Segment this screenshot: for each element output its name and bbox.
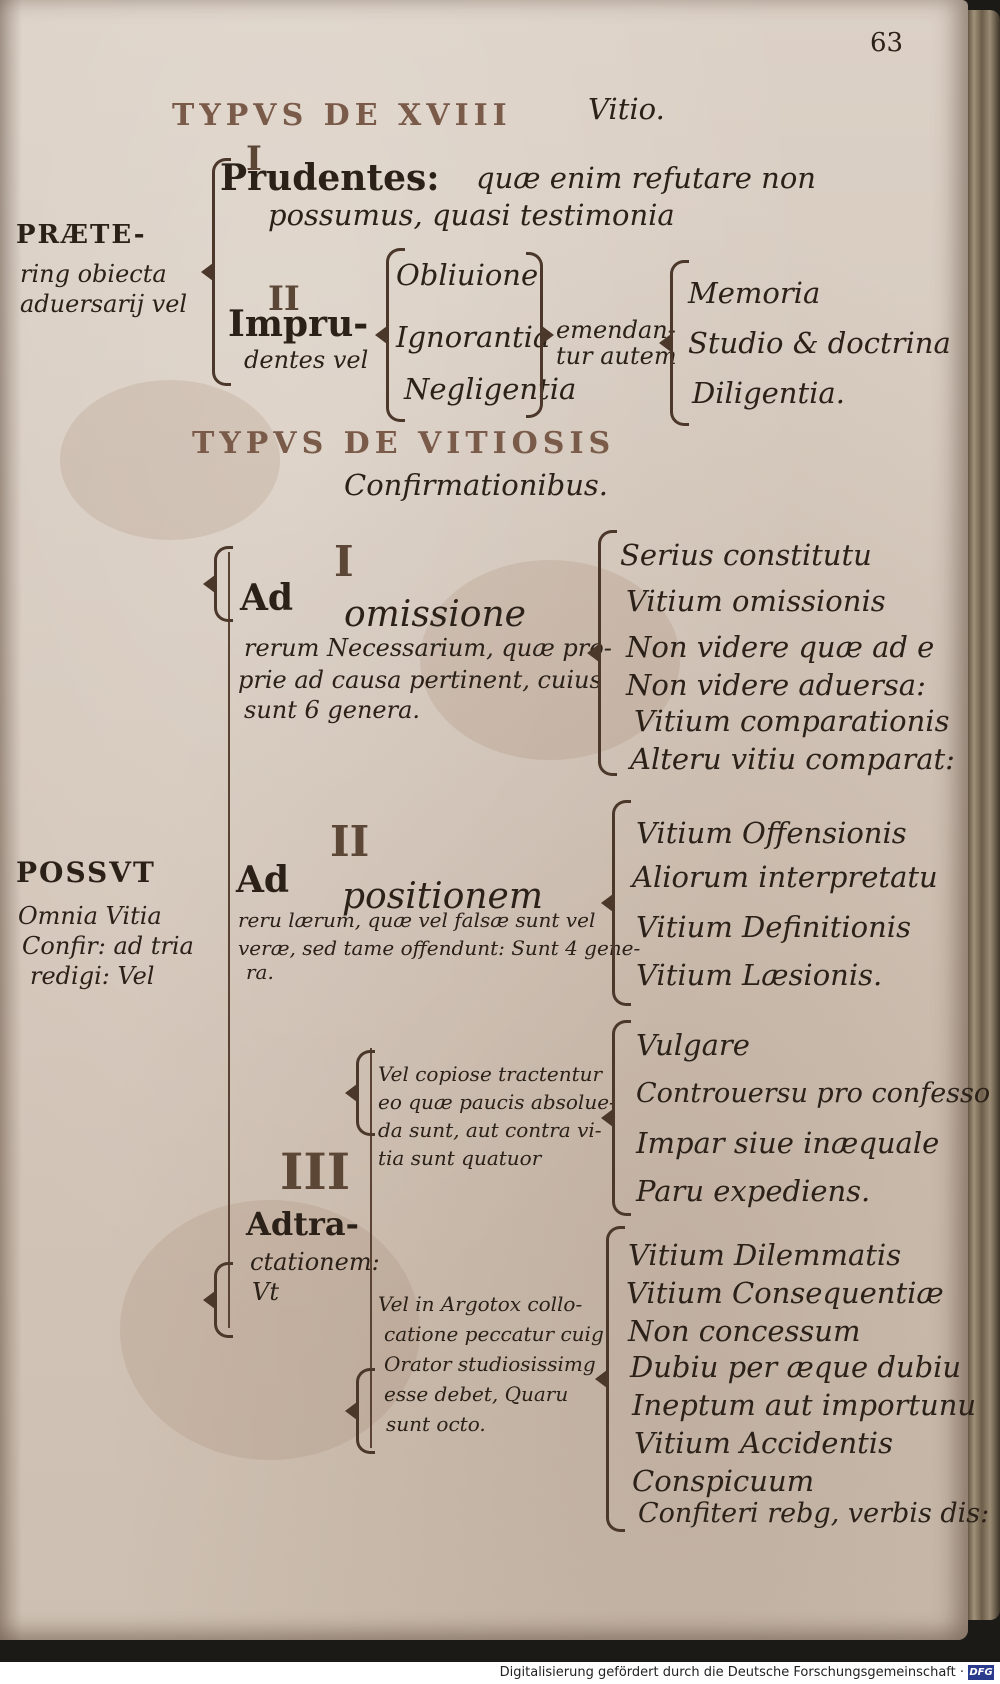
section2-item: Vitium Læsionis. <box>636 960 882 990</box>
section1-item: Vitium comparationis <box>634 706 949 736</box>
section1-desc-3: sunt 6 genera. <box>244 698 420 723</box>
section3a-item: Vulgare <box>636 1030 750 1060</box>
section3-title-3: Vt <box>252 1280 279 1305</box>
section3b-item: Dubiu per æque dubiu <box>630 1352 961 1382</box>
section3a-desc-2: eo quæ paucis absolue- <box>378 1092 616 1113</box>
imprudentes-label-2: dentes vel <box>244 348 368 373</box>
section3-title-2: ctationem: <box>250 1250 380 1275</box>
section2-desc-2: veræ, sed tame offendunt: Sunt 4 gene- <box>238 938 640 959</box>
section1-numeral: I <box>334 540 354 584</box>
section3a-item: Controuersu pro confesso <box>636 1080 990 1108</box>
section2-title-ad: Ad <box>236 862 289 900</box>
section1-item: Serius constitutu <box>620 540 872 570</box>
section3b-item: Confiteri rebg, verbis dis: <box>638 1500 989 1528</box>
section3b-item: Vitium Consequentiæ <box>626 1278 944 1308</box>
remedy-diligentia: Diligentia. <box>692 378 845 408</box>
section3b-desc-2: catione peccatur cuig <box>384 1324 604 1345</box>
section3a-item: Paru expediens. <box>636 1176 870 1206</box>
possunt-margin-title: POSSVT <box>16 858 156 887</box>
section3a-desc-1: Vel copiose tractentur <box>378 1064 602 1085</box>
dfg-logo-icon: DFG <box>968 1665 994 1680</box>
section3b-desc-5: sunt octo. <box>386 1414 486 1435</box>
remedy-memoria: Memoria <box>688 278 820 308</box>
section3b-desc-1: Vel in Argotox collo- <box>378 1294 582 1315</box>
section2-item: Vitium Definitionis <box>636 912 911 942</box>
section3b-item: Ineptum aut importunu <box>632 1390 976 1420</box>
prudentes-text-2: possumus, quasi testimonia <box>268 200 675 230</box>
remedy-studio: Studio & doctrina <box>688 328 951 358</box>
section3-numeral: III <box>280 1146 350 1199</box>
section1-desc-2: prie ad causa pertinent, cuius <box>238 668 602 693</box>
section3b-item: Vitium Dilemmatis <box>628 1240 901 1270</box>
section3b-item: Non concessum <box>628 1316 860 1346</box>
page-number: 63 <box>870 30 903 57</box>
typus1-main-brace <box>212 158 231 386</box>
section3b-desc-4: esse debet, Quaru <box>384 1384 568 1405</box>
section2-desc-1: reru lærum, quæ vel falsæ sunt vel <box>238 910 595 931</box>
section2-item: Vitium Offensionis <box>636 818 907 848</box>
section2-numeral: II <box>330 820 369 864</box>
prudentes-text-1: quæ enim refutare non <box>476 163 816 193</box>
praeterea-margin-title: PRÆTE- <box>16 222 147 249</box>
section1-items-brace <box>598 530 617 776</box>
footer-credit-text: Digitalisierung gefördert durch die Deut… <box>500 1665 964 1680</box>
typus2-brace-top <box>214 546 233 622</box>
typus1-heading-caps: TYPVS DE XVIII <box>172 100 512 132</box>
praeterea-margin-line-2: aduersarij vel <box>20 292 187 317</box>
typus2-heading-sub: Confirmationibus. <box>344 470 608 500</box>
section3b-items-brace <box>606 1226 625 1532</box>
cause-negligentia: Negligentia <box>404 374 576 404</box>
section3-brace-bottom <box>356 1368 375 1454</box>
praeterea-margin-line-1: ring obiecta <box>20 262 167 287</box>
section3b-item: Conspicuum <box>632 1466 814 1496</box>
section3b-desc-3: Orator studiosissimg <box>384 1354 596 1375</box>
section1-item: Non videre aduersa: <box>626 670 926 700</box>
causes-close-brace <box>526 252 543 418</box>
manuscript-page: 63 TYPVS DE XVIII Vitio. I Prudentes: qu… <box>0 0 968 1640</box>
section1-title-ad: Ad <box>240 580 293 618</box>
section1-item: Non videre quæ ad e <box>626 632 934 662</box>
digitization-footer: Digitalisierung gefördert durch die Deut… <box>0 1662 1000 1684</box>
section3a-item: Impar siue inæquale <box>636 1128 939 1158</box>
section1-item: Alteru vitiu comparat: <box>630 744 955 774</box>
possunt-margin-line-1: Omnia Vitia <box>18 904 162 929</box>
section3a-desc-3: da sunt, aut contra vi- <box>378 1120 602 1141</box>
typus2-brace-bottom <box>214 1262 233 1338</box>
section1-desc-1: rerum Necessarium, quæ pro- <box>244 636 612 661</box>
possunt-margin-line-3: redigi: Vel <box>30 964 154 989</box>
typus2-main-brace-line <box>228 552 230 1328</box>
section3b-item: Vitium Accidentis <box>634 1428 893 1458</box>
section1-title-word: omissione <box>344 596 526 634</box>
section3-brace-top <box>356 1050 375 1136</box>
section2-item: Aliorum interpretatu <box>632 862 938 892</box>
section2-desc-3: ra. <box>246 962 274 983</box>
section1-item: Vitium omissionis <box>626 586 886 616</box>
typus2-heading-caps: TYPVS DE VITIOSIS <box>192 428 615 460</box>
cause-obliuione: Obliuione <box>396 260 538 290</box>
possunt-margin-line-2: Confir: ad tria <box>22 934 194 959</box>
section3-title-1: Adtra- <box>246 1208 359 1242</box>
emendantur-label-1: emendan- <box>556 318 676 343</box>
section3a-items-brace <box>612 1020 631 1216</box>
prudentes-label: Prudentes: <box>220 160 440 198</box>
remedies-brace <box>670 260 689 426</box>
section3a-desc-4: tia sunt quatuor <box>378 1148 541 1169</box>
section2-items-brace <box>612 800 631 1006</box>
typus1-heading-rest: Vitio. <box>588 94 665 124</box>
imprudentes-label-1: Impru- <box>228 306 368 344</box>
